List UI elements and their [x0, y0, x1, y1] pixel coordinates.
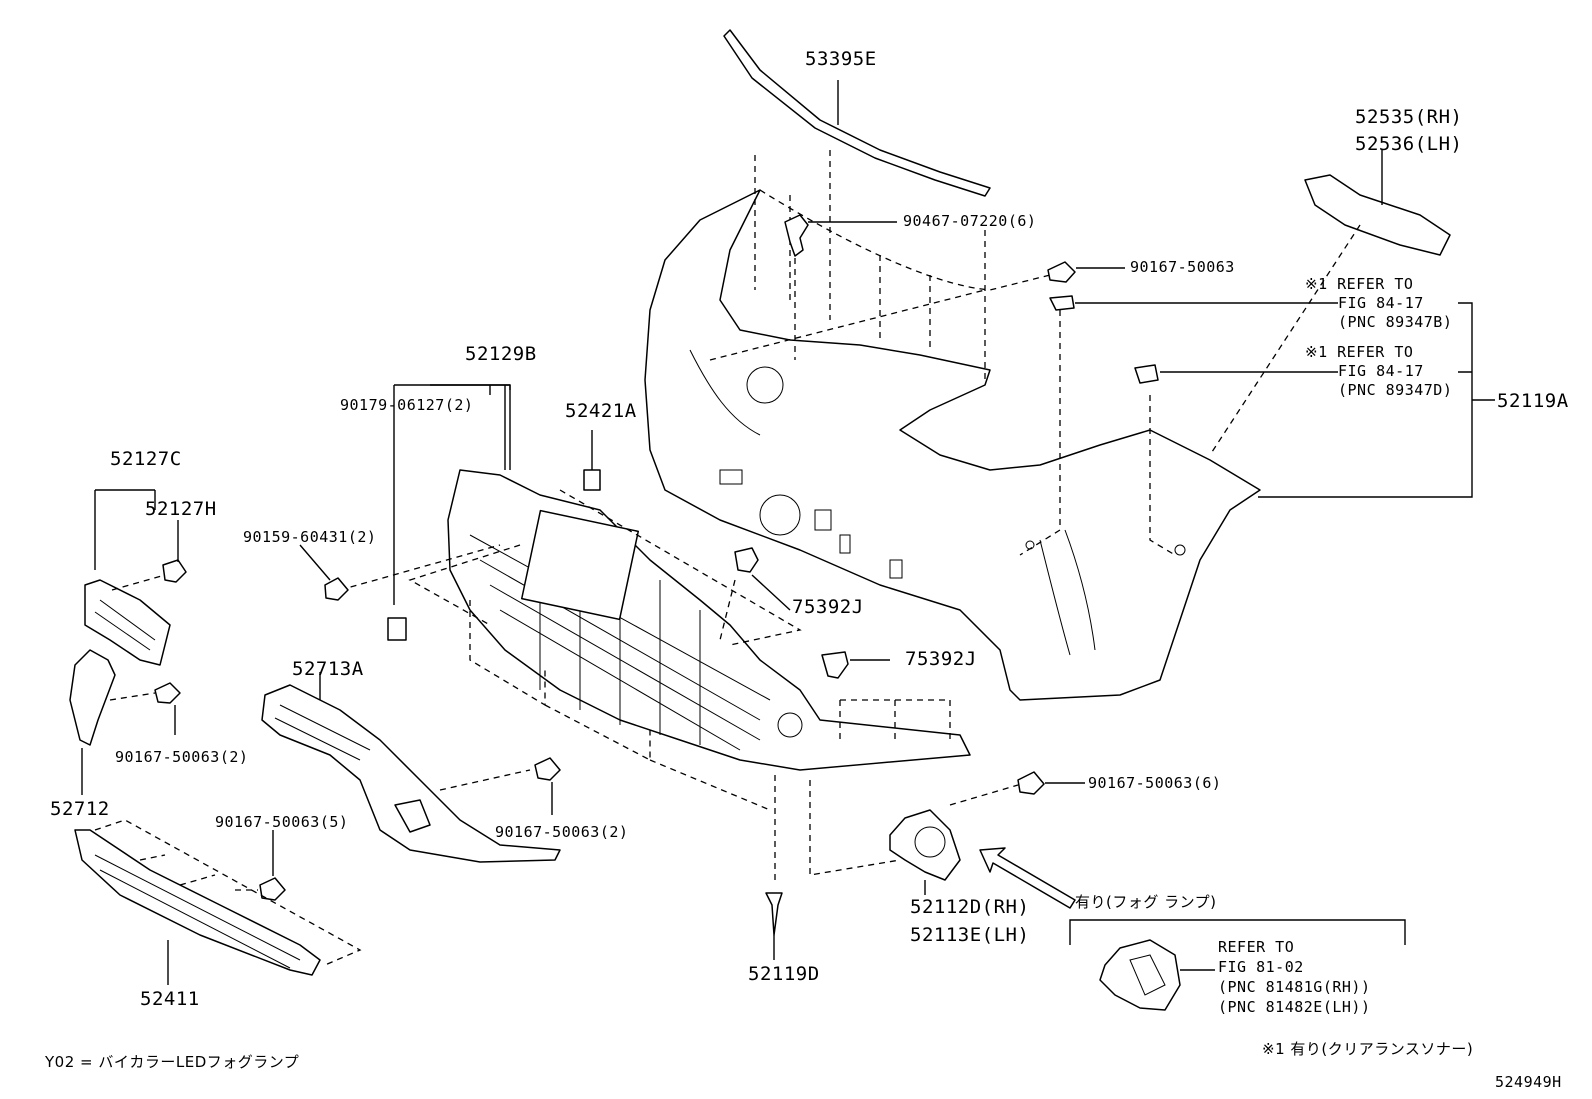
clip-52421a [583, 430, 601, 491]
footnote-y02: Y02 = バイカラーLEDフォグランプ [45, 1053, 300, 1071]
label-90167-6: 90167-50063(6) [1088, 774, 1222, 792]
label-refer3-a: REFER TO [1218, 938, 1295, 956]
label-52127h: 52127H [145, 498, 217, 520]
grille-guide-lines [339, 489, 951, 885]
nut-89347b [1049, 295, 1338, 311]
clip-75392j-a [734, 547, 791, 611]
label-90167-left: 90167-50063(2) [115, 748, 249, 766]
cover-52713a [261, 672, 561, 863]
cover-52112d [889, 771, 1085, 895]
label-90159: 90159-60431(2) [243, 528, 377, 546]
screw-90167-5 [235, 830, 286, 901]
label-75392j-a: 75392J [792, 596, 864, 618]
retainer-52535 [1209, 150, 1451, 456]
label-90179: 90179-06127(2) [340, 396, 474, 414]
label-fog-note: 有り(フォグ ランプ) [1075, 893, 1217, 911]
bracket-52712 [69, 649, 181, 795]
leader-52129b [393, 384, 511, 605]
leader-52119a [1258, 302, 1495, 498]
label-52113e: 52113E(LH) [910, 924, 1030, 946]
label-refer3-c: (PNC 81481G(RH)) [1218, 978, 1371, 996]
label-refer3-b: FIG 81-02 [1218, 958, 1304, 976]
label-52712: 52712 [50, 798, 110, 820]
label-90167-5: 90167-50063(5) [215, 813, 349, 831]
clip-75392j-b [821, 651, 890, 679]
label-refer1-c: (PNC 89347B) [1338, 313, 1453, 331]
label-52713a: 52713A [292, 658, 364, 680]
clip-90467 [784, 214, 897, 360]
label-75392j-b: 75392J [905, 648, 977, 670]
nut-89347d [1134, 364, 1338, 384]
label-refer2-c: (PNC 89347D) [1338, 381, 1453, 399]
molding-53395e [723, 29, 991, 197]
spoiler-52411 [74, 819, 362, 985]
label-52536: 52536(LH) [1355, 133, 1463, 155]
label-refer1-a: ※1 REFER TO [1305, 275, 1414, 293]
footnote-1: ※1 有り(クリアランスソナー) [1262, 1040, 1474, 1058]
label-52112d: 52112D(RH) [910, 896, 1030, 918]
clip-90179 [387, 617, 407, 641]
fog-variant-box [1069, 919, 1406, 1011]
grille-52129b [430, 384, 971, 771]
label-52119d: 52119D [748, 963, 820, 985]
label-52421a: 52421A [565, 400, 637, 422]
fog-arrow [979, 847, 1076, 909]
screw-52119d [765, 892, 783, 960]
label-52129b: 52129B [465, 343, 537, 365]
screw-90167-top [1047, 261, 1125, 283]
bumper-guide-lines [709, 150, 1176, 556]
retainer-52127c [84, 489, 187, 666]
label-refer1-b: FIG 84-17 [1338, 294, 1424, 312]
label-90167-mid: 90167-50063(2) [495, 823, 629, 841]
diagram-id: 524949H [1495, 1073, 1562, 1091]
label-52119a: 52119A [1497, 390, 1569, 412]
label-53395e: 53395E [805, 48, 877, 70]
label-90167-top: 90167-50063 [1130, 258, 1235, 276]
label-refer2-b: FIG 84-17 [1338, 362, 1424, 380]
label-refer2-a: ※1 REFER TO [1305, 343, 1414, 361]
label-52535: 52535(RH) [1355, 106, 1463, 128]
screw-90167-mid [439, 757, 561, 815]
label-52127c: 52127C [110, 448, 182, 470]
label-refer3-d: (PNC 81482E(LH)) [1218, 998, 1371, 1016]
bumper-cover-52119a [644, 189, 1261, 701]
screw-90159 [299, 544, 349, 601]
label-90467: 90467-07220(6) [903, 212, 1037, 230]
label-52411: 52411 [140, 988, 200, 1010]
